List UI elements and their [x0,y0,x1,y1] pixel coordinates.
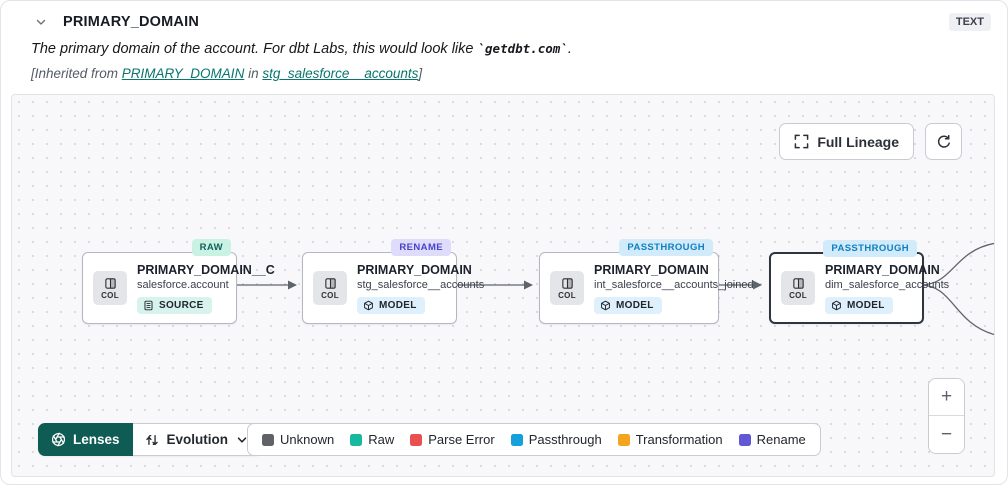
columns-icon [561,277,573,289]
legend-swatch [350,433,363,446]
collapse-chevron-icon[interactable] [29,14,53,30]
node-title: PRIMARY_DOMAIN [825,262,940,277]
inherited-model-link[interactable]: stg_salesforce__accounts [262,66,419,81]
zoom-controls: + − [928,378,965,454]
source-icon [144,300,153,310]
legend-item: Rename [738,432,806,447]
node-title: PRIMARY_DOMAIN [357,262,472,277]
node-title: PRIMARY_DOMAIN [594,262,709,277]
column-chip: COL [93,271,127,305]
lens-legend: Unknown Raw Parse Error Passthrough Transfor… [247,423,821,456]
column-type-badge: TEXT [948,13,991,31]
chevron-down-icon [237,436,247,443]
inherited-note: [Inherited from PRIMARY_DOMAIN in stg_sa… [31,66,423,81]
legend-label: Transformation [635,432,723,447]
resource-type-badge: MODEL [594,296,662,314]
evolution-arrows-icon [145,434,158,445]
legend-swatch [262,433,274,446]
legend-item: Unknown [262,432,334,447]
inherited-column-link[interactable]: PRIMARY_DOMAIN [121,66,245,81]
full-lineage-button[interactable]: Full Lineage [779,123,914,160]
legend-swatch [510,433,523,446]
zoom-in-button[interactable]: + [929,379,964,416]
status-badge: RENAME [391,239,451,256]
lineage-node-int-model[interactable]: PASSTHROUGH COL PRIMARY_DOMAIN int_sales… [539,239,754,324]
columns-icon [324,277,336,289]
legend-item: Raw [350,432,394,447]
legend-item: Transformation [617,432,723,447]
column-chip: COL [781,271,815,305]
column-header: PRIMARY_DOMAIN TEXT The primary domain o… [1,1,1007,93]
resource-type-badge: MODEL [357,296,425,314]
status-badge: RAW [191,239,231,256]
lineage-canvas[interactable]: Full Lineage RAW COL PRIMARY_DOMAIN__C s… [11,94,995,477]
legend-swatch [410,433,423,446]
status-badge: PASSTHROUGH [823,240,917,257]
lenses-button[interactable]: Lenses [38,423,133,456]
model-cube-icon [601,300,610,310]
column-chip: COL [550,271,584,305]
lens-controls: Lenses Evolution [38,423,262,456]
node-subtitle: int_salesforce__accounts_joined [594,278,754,291]
lens-dropdown[interactable]: Evolution [132,423,262,456]
lineage-node-stg-model[interactable]: RENAME COL PRIMARY_DOMAIN stg_salesforce… [302,239,484,324]
node-subtitle: dim_salesforce_accounts [825,278,950,291]
legend-item: Passthrough [510,432,602,447]
column-chip: COL [313,271,347,305]
resource-type-badge: SOURCE [137,296,212,314]
node-subtitle: salesforce.account [137,278,229,291]
node-subtitle: stg_salesforce__accounts [357,278,485,291]
columns-icon [792,277,804,289]
legend-label: Passthrough [528,432,602,447]
zoom-out-button[interactable]: − [929,416,964,453]
legend-label: Unknown [280,432,335,447]
legend-swatch [738,433,751,446]
aperture-icon [51,432,66,447]
legend-swatch [617,433,630,446]
legend-item: Parse Error [410,432,495,447]
refresh-icon [937,134,950,148]
model-cube-icon [832,300,841,310]
model-cube-icon [364,300,373,310]
expand-icon [794,134,809,149]
status-badge: PASSTHROUGH [619,239,713,256]
refresh-button[interactable] [925,123,962,160]
legend-label: Raw [368,432,395,447]
columns-icon [104,277,116,289]
legend-label: Parse Error [428,432,495,447]
legend-label: Rename [756,432,806,447]
column-title: PRIMARY_DOMAIN [63,14,199,30]
lineage-node-dim-model-selected[interactable]: PASSTHROUGH COL PRIMARY_DOMAIN dim_sales… [769,240,949,324]
resource-type-badge: MODEL [825,296,893,314]
lineage-node-source[interactable]: RAW COL PRIMARY_DOMAIN__C salesforce.acc… [82,239,275,324]
node-title: PRIMARY_DOMAIN__C [137,262,275,277]
column-description: The primary domain of the account. For d… [31,41,572,57]
description-code: `getdbt.com` [477,41,568,56]
